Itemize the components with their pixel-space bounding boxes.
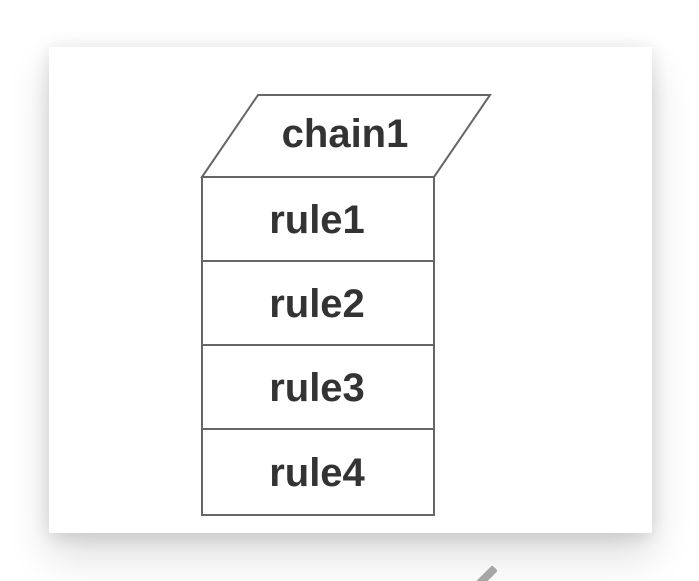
rule2-label: rule2 bbox=[269, 282, 365, 326]
rule3-label: rule3 bbox=[269, 366, 365, 410]
rule1-label: rule1 bbox=[269, 198, 365, 242]
rule-box-group: rule2 bbox=[201, 260, 435, 347]
cursor-fragment-icon bbox=[468, 565, 498, 581]
rule3-box bbox=[201, 344, 435, 431]
rule-box-group: rule3 bbox=[201, 344, 435, 431]
chain-shape-group: chain1 bbox=[200, 94, 492, 178]
rule-box-group: rule4 bbox=[201, 428, 435, 516]
chain-label: chain1 bbox=[282, 112, 409, 156]
chain-rules-diagram: chain1 rule1 rule2 rule3 rule4 bbox=[200, 94, 492, 516]
content-card: chain1 rule1 rule2 rule3 rule4 bbox=[49, 47, 652, 533]
rule4-box bbox=[201, 428, 435, 516]
rule4-label: rule4 bbox=[269, 451, 365, 495]
rule1-box bbox=[201, 176, 435, 263]
rule-box-group: rule1 bbox=[201, 176, 435, 263]
